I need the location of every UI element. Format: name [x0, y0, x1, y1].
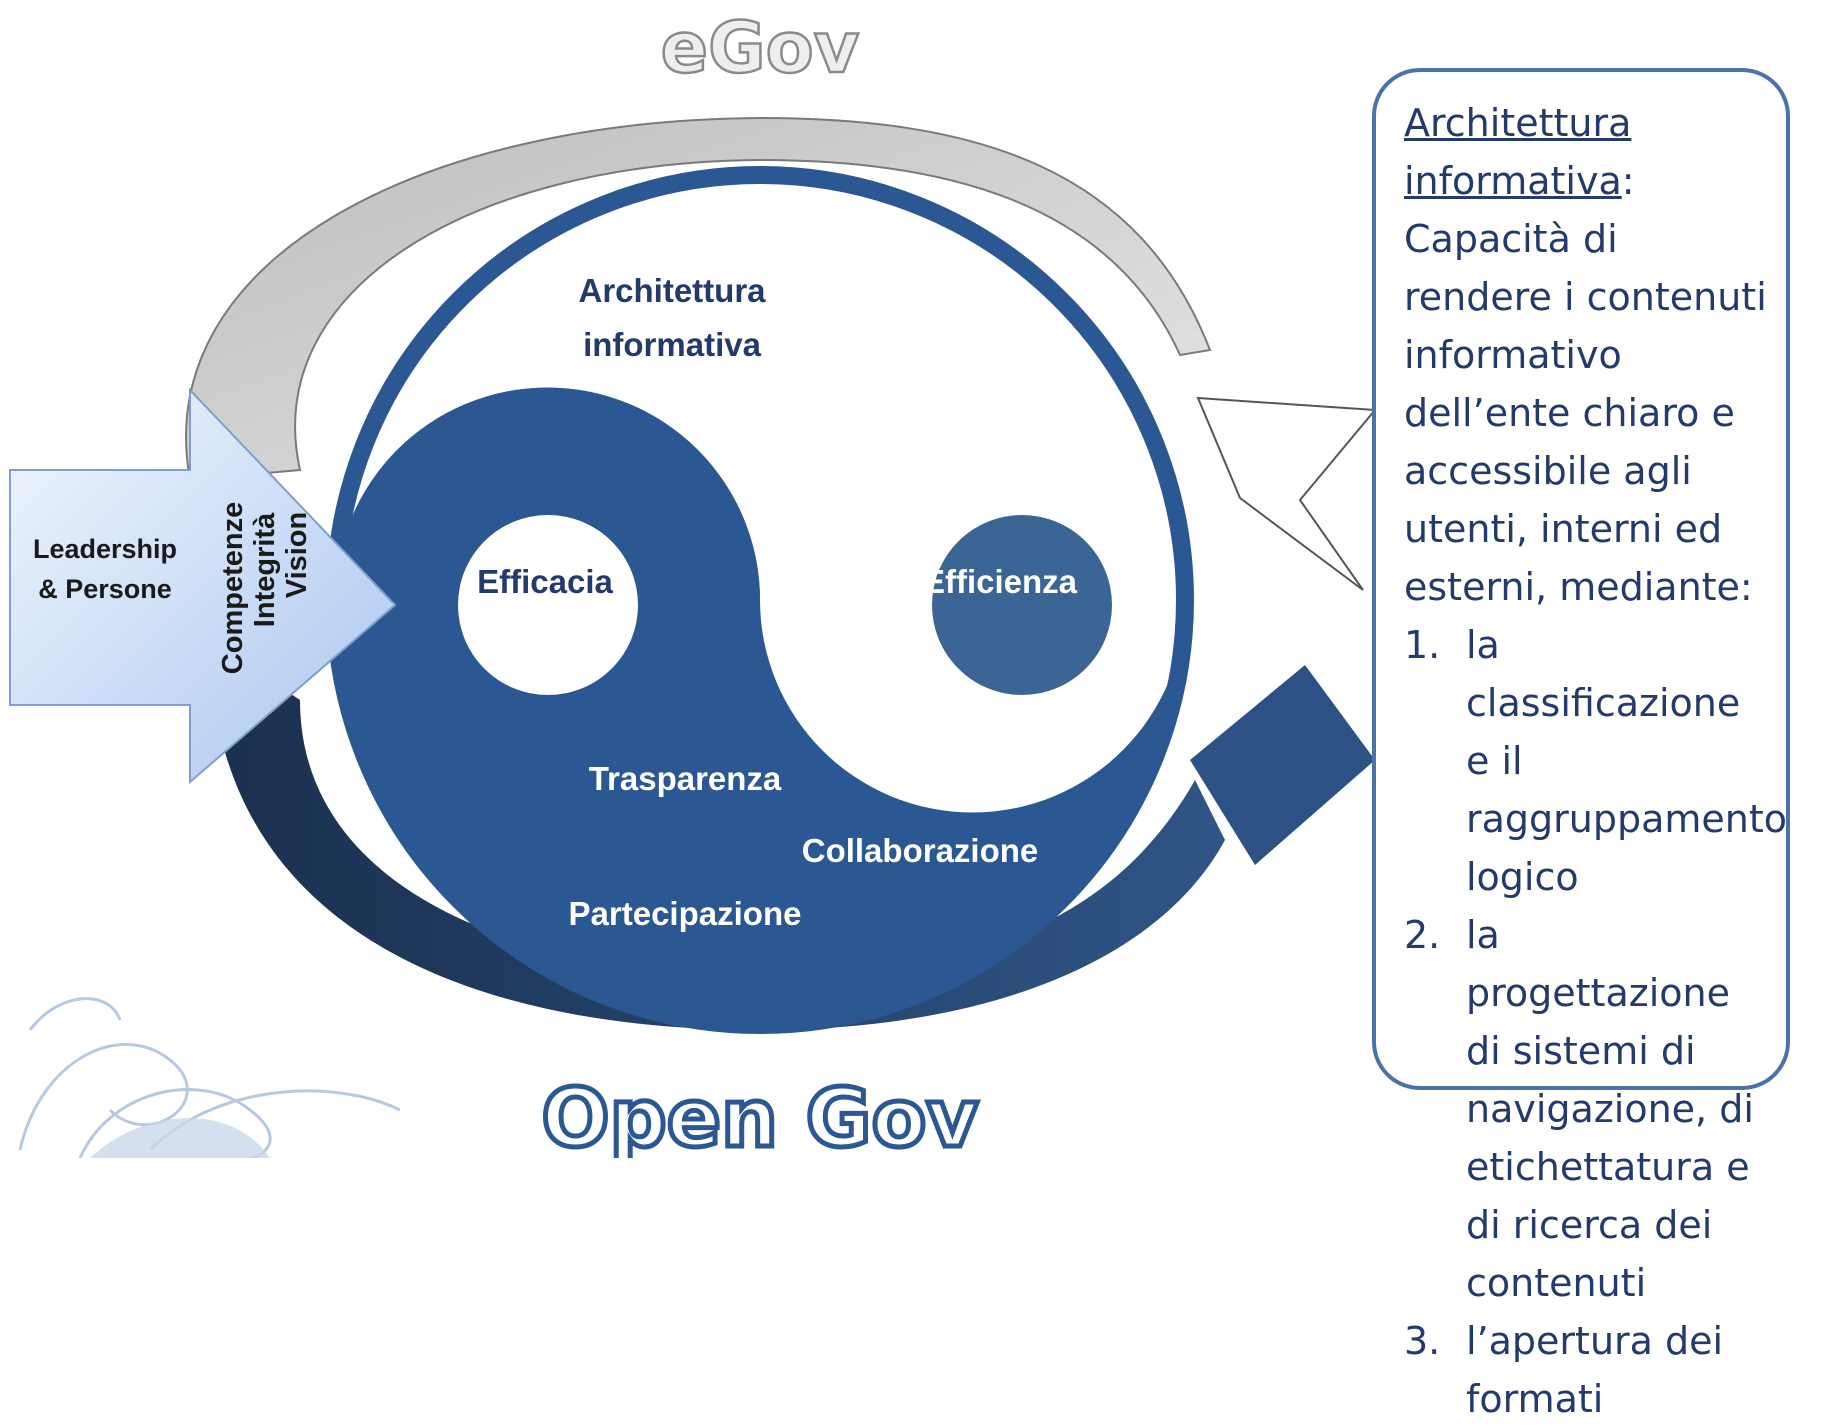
- definition-paragraph: Architettura informativa: Capacità di re…: [1404, 94, 1774, 616]
- collaborazione-label: Collaborazione: [802, 832, 1039, 869]
- decorative-leaf: [90, 1118, 270, 1158]
- leadership-arrow: [9, 387, 397, 785]
- efficacia-label: Efficacia: [477, 563, 613, 600]
- opengov-arrowhead: [1190, 665, 1375, 865]
- efficienza-dot: [932, 515, 1112, 695]
- egov-arrowhead: [1196, 396, 1378, 591]
- definition-list: 1. la classificazione e il raggruppament…: [1404, 616, 1787, 1428]
- decorative-swirl: [18, 997, 401, 1158]
- list-item: 3. l’apertura dei formati: [1404, 1312, 1774, 1428]
- opengov-title: Open Gov: [541, 1072, 978, 1158]
- top-label-line1: Architettura: [578, 272, 766, 309]
- leadership-label-line1: Leadership: [33, 534, 177, 564]
- efficacia-dot: [458, 515, 638, 695]
- efficienza-label: Efficienza: [923, 563, 1078, 600]
- leadership-label-line2: & Persone: [38, 574, 172, 604]
- list-item-number: 3.: [1404, 1319, 1441, 1363]
- list-item-text: la progettazione di sistemi di navigazio…: [1466, 913, 1754, 1305]
- integrita-label: Integrità: [249, 512, 281, 627]
- definition-callout: Architettura informativa: Capacità di re…: [1372, 68, 1790, 1421]
- list-item-number: 2.: [1404, 913, 1441, 957]
- list-item: 1. la classificazione e il raggruppament…: [1404, 616, 1787, 906]
- partecipazione-label: Partecipazione: [569, 895, 802, 932]
- top-label-line2: informativa: [583, 326, 762, 363]
- list-item-text: la classificazione e il raggruppamento l…: [1466, 623, 1788, 899]
- vision-label: Vision: [281, 512, 313, 599]
- egov-band: [185, 116, 1212, 482]
- definition-intro: : Capacità di rendere i contenuti inform…: [1404, 159, 1767, 609]
- list-item: 2. la progettazione di sistemi di naviga…: [1404, 906, 1774, 1312]
- trasparenza-label: Trasparenza: [589, 760, 782, 797]
- competenze-label: Competenze: [217, 502, 249, 674]
- list-item-number: 1.: [1404, 623, 1441, 667]
- list-item-text: l’apertura dei formati: [1466, 1319, 1724, 1421]
- yin-yang-dark-upper: [335, 387, 760, 640]
- egov-opengov-diagram: eGov Open Gov Architettura informativa E…: [9, 6, 1378, 1158]
- egov-title: eGov: [661, 7, 860, 89]
- opengov-band: [210, 640, 1225, 1030]
- definition-term: Architettura informativa: [1404, 101, 1632, 203]
